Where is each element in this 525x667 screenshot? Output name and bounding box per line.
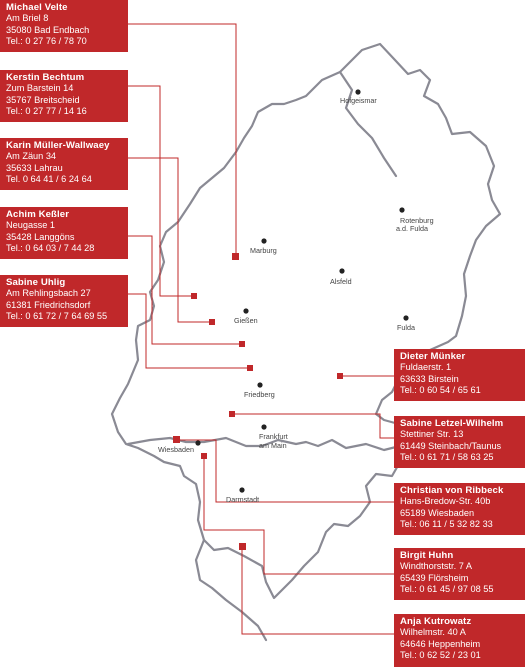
contact-card-achim-kessler: Achim Keßler Neugasse 1 35428 Langgöns T…: [0, 207, 128, 259]
contact-street: Stettiner Str. 13: [400, 429, 464, 440]
location-marker-icon: [209, 319, 215, 325]
contact-phone: Tel.: 0 61 71 / 58 63 25: [400, 452, 494, 463]
city-label-darmstadt: Darmstadt: [226, 495, 260, 504]
river-north: [338, 70, 398, 178]
leader-kerstin-bechtum: [128, 85, 194, 297]
leader-anja-kutrowatz: [241, 546, 394, 635]
location-marker-icon: [247, 365, 253, 371]
contact-city: 35767 Breitscheid: [6, 94, 80, 105]
leader-michael-velte: [128, 23, 237, 256]
leader-sabine-uhlig: [128, 293, 250, 369]
contact-phone: Tel.: 0 64 03 / 7 44 28: [6, 243, 95, 254]
contact-street: Fuldaerstr. 1: [400, 362, 452, 373]
contact-street: Zum Barstein 14: [6, 83, 74, 94]
contact-phone: Tel.: 0 61 72 / 7 64 69 55: [6, 311, 108, 322]
leader-achim-kessler: [128, 235, 242, 345]
city-label-fulda: Fulda: [397, 323, 415, 332]
city-dot-icon: [239, 487, 245, 493]
contact-name: Sabine Letzel-Wilhelm: [400, 418, 504, 429]
contact-street: Windthorststr. 7 A: [400, 561, 472, 572]
contact-phone: Tel.: 06 11 / 5 32 82 33: [400, 519, 493, 530]
city-dot-icon: [403, 315, 409, 321]
city-label-friedberg: Friedberg: [244, 390, 275, 399]
contact-street: Am Rehlingsbach 27: [6, 288, 91, 299]
contact-name: Sabine Uhlig: [6, 277, 66, 288]
location-marker-icon: [229, 411, 235, 417]
city-dot-icon: [261, 238, 267, 244]
city-label-giessen: Gießen: [234, 316, 258, 325]
leader-sabine-letzel-wilhelm: [232, 413, 394, 439]
city-dot-icon: [261, 424, 267, 430]
contact-card-dieter-muenker: Dieter Münker Fuldaerstr. 1 63633 Birste…: [394, 349, 525, 401]
location-marker-icon: [232, 253, 239, 260]
contact-city: 64646 Heppenheim: [400, 638, 481, 649]
contact-city: 65439 Flörsheim: [400, 572, 469, 583]
location-marker-icon: [201, 453, 207, 459]
contact-phone: Tel. 0 64 41 / 6 24 64: [6, 174, 92, 185]
contact-name: Dieter Münker: [400, 351, 466, 362]
contact-card-karin-mueller-wallwaey: Karin Müller-Wallwaey Am Zäun 34 35633 L…: [0, 138, 128, 190]
contact-street: Neugasse 1: [6, 220, 56, 231]
contact-name: Karin Müller-Wallwaey: [6, 140, 110, 151]
state-border: [110, 42, 502, 600]
city-label-frankfurt: Frankfurt: [259, 432, 288, 441]
contact-phone: Tel.: 0 60 54 / 65 61: [400, 385, 481, 396]
contact-name: Anja Kutrowatz: [400, 616, 472, 627]
city-label-rotenburg: Rotenburg: [400, 216, 434, 225]
contact-street: Hans-Bredow-Str. 40b: [400, 496, 491, 507]
contact-card-sabine-uhlig: Sabine Uhlig Am Rehlingsbach 27 61381 Fr…: [0, 275, 128, 327]
contact-card-michael-velte: Michael Velte Am Briel 8 35080 Bad Endba…: [0, 0, 128, 52]
contact-card-sabine-letzel-wilhelm: Sabine Letzel-Wilhelm Stettiner Str. 13 …: [394, 416, 525, 468]
city-dot-icon: [399, 207, 405, 213]
contact-street: Wilhelmstr. 40 A: [400, 627, 466, 638]
contact-street: Am Zäun 34: [6, 151, 57, 162]
location-marker-icon: [191, 293, 197, 299]
location-marker-icon: [239, 341, 245, 347]
contact-city: 35428 Langgöns: [6, 231, 75, 242]
location-marker-icon: [173, 436, 180, 443]
contact-city: 65189 Wiesbaden: [400, 507, 475, 518]
contact-name: Birgit Huhn: [400, 550, 454, 561]
city-label-rotenburg-sub: a.d. Fulda: [396, 224, 428, 233]
city-dot-icon: [243, 308, 249, 314]
city-dot-icon: [355, 89, 361, 95]
city-dot-icon: [195, 440, 201, 446]
leader-birgit-huhn: [203, 456, 394, 575]
contact-card-anja-kutrowatz: Anja Kutrowatz Wilhelmstr. 40 A 64646 He…: [394, 614, 525, 667]
location-marker-icon: [239, 543, 246, 550]
city-label-marburg: Marburg: [250, 246, 277, 255]
city-label-frankfurt-sub: am Main: [259, 441, 287, 450]
contact-city: 63633 Birstein: [400, 373, 459, 384]
leader-karin-mueller-wallwaey: [128, 157, 212, 323]
contact-phone: Tel.: 0 62 52 / 23 01: [400, 650, 481, 661]
contact-name: Achim Keßler: [6, 209, 70, 220]
contact-phone: Tel.: 0 27 76 / 78 70: [6, 36, 87, 47]
city-label-alsfeld: Alsfeld: [330, 277, 352, 286]
contact-city: 61449 Steinbach/Taunus: [400, 440, 502, 451]
contact-name: Christian von Ribbeck: [400, 485, 504, 496]
city-label-hofgeismar: Hofgeismar: [340, 96, 377, 105]
contact-name: Michael Velte: [6, 2, 68, 13]
river-rhine: [194, 538, 268, 642]
contact-city: 61381 Friedrichsdorf: [6, 299, 91, 310]
city-label-wiesbaden: Wiesbaden: [158, 445, 194, 454]
contact-phone: Tel.: 0 61 45 / 97 08 55: [400, 584, 494, 595]
contact-card-kerstin-bechtum: Kerstin Bechtum Zum Barstein 14 35767 Br…: [0, 70, 128, 122]
contact-street: Am Briel 8: [6, 13, 49, 24]
river-main: [126, 436, 402, 452]
contact-card-birgit-huhn: Birgit Huhn Windthorststr. 7 A 65439 Flö…: [394, 548, 525, 600]
contact-card-christian-von-ribbeck: Christian von Ribbeck Hans-Bredow-Str. 4…: [394, 483, 525, 535]
contact-phone: Tel.: 0 27 77 / 14 16: [6, 106, 87, 117]
location-marker-icon: [337, 373, 343, 379]
leader-christian-von-ribbeck: [178, 439, 394, 503]
contact-city: 35080 Bad Endbach: [6, 24, 90, 35]
contact-city: 35633 Lahrau: [6, 162, 63, 173]
city-dot-icon: [339, 268, 345, 274]
city-dot-icon: [257, 382, 263, 388]
contact-name: Kerstin Bechtum: [6, 72, 85, 83]
